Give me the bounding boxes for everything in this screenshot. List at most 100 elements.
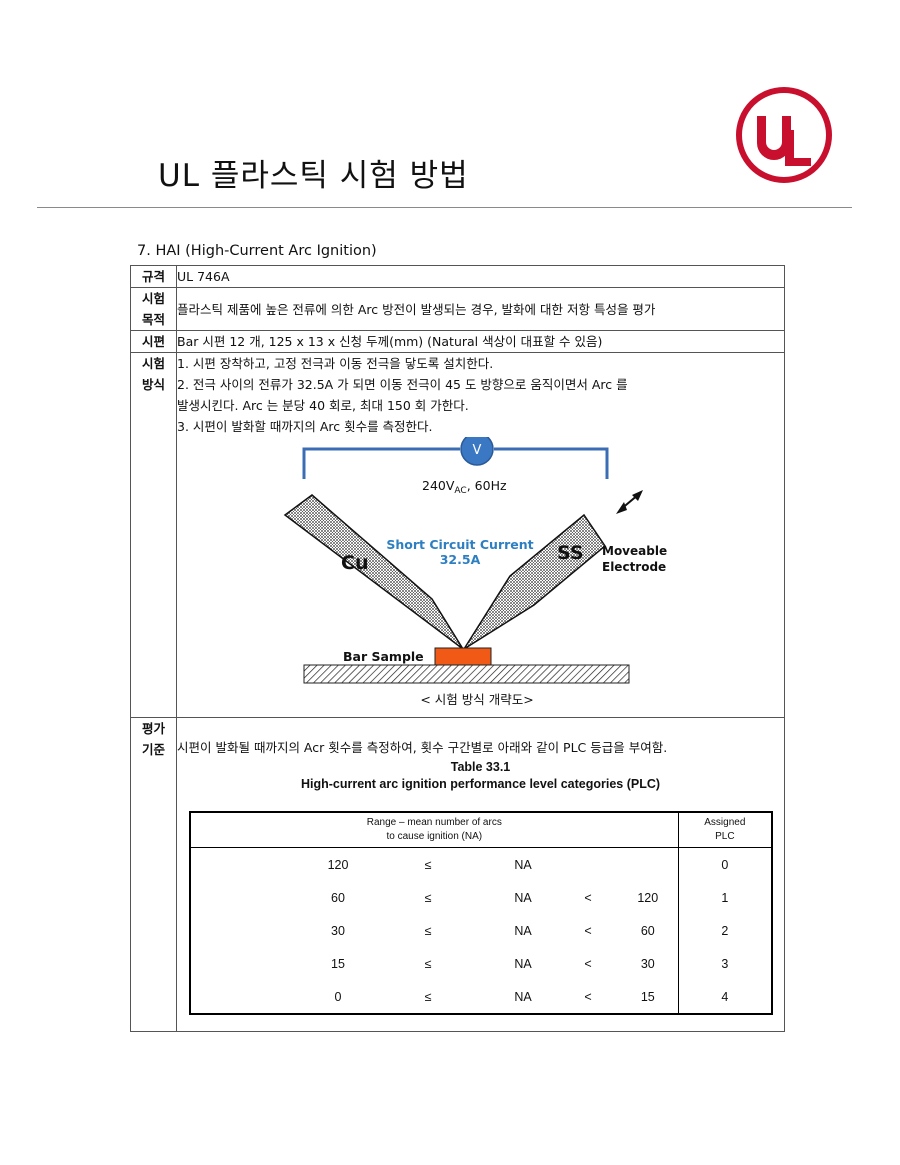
specimen-text: Bar 시편 12 개, 125 x 13 x 신청 두께(mm) (Natur…: [177, 334, 603, 349]
cell-plc: 1: [677, 881, 773, 914]
cell-op1: ≤: [368, 980, 488, 1015]
standard-text: UL 746A: [177, 269, 230, 284]
row-standard: 규격 UL 746A: [130, 265, 785, 288]
cell-low: 0: [308, 980, 368, 1015]
cell-op1: ≤: [424, 923, 432, 938]
ul-logo: [736, 87, 832, 183]
cell-op1: ≤: [424, 956, 432, 971]
voltmeter-icon: [460, 437, 494, 466]
cell-op2: [558, 848, 618, 882]
cell-high: 60: [640, 923, 655, 938]
row-spacer: [190, 980, 308, 1015]
label-purpose-2: 목적: [141, 312, 165, 327]
method-step-2-cont: 발생시킨다. Arc 는 분당 40 회로, 최대 150 회 가한다.: [177, 398, 469, 413]
table-row: 30 ≤ NA <60 2: [190, 914, 773, 947]
col-range-1: Range – mean number of arcs: [366, 817, 502, 828]
method-step-2: 2. 전극 사이의 전류가 32.5A 가 되면 이동 전극이 45 도 방향으…: [177, 377, 628, 392]
method-step-1: 1. 시편 장착하고, 고정 전극과 이동 전극을 닿도록 설치한다.: [177, 356, 494, 371]
cell-var: NA: [488, 980, 558, 1015]
label-specimen: 시편: [130, 330, 177, 353]
value-method: 1. 시편 장착하고, 고정 전극과 이동 전극을 닿도록 설치한다. 2. 전…: [176, 352, 785, 718]
value-criteria: 시편이 발화될 때까지의 Acr 횟수를 측정하여, 횟수 구간별로 아래와 같…: [176, 717, 785, 1032]
header-divider: [37, 207, 852, 208]
cell-op1: ≤: [424, 857, 432, 872]
table-row: 120 ≤ NA 0: [190, 847, 773, 882]
purpose-text: 플라스틱 제품에 높은 전류에 의한 Arc 방전이 발생되는 경우, 발화에 …: [177, 301, 656, 317]
row-criteria: 평가 기준 시편이 발화될 때까지의 Acr 횟수를 측정하여, 횟수 구간별로…: [130, 717, 785, 1032]
voltmeter-label: V: [473, 443, 482, 458]
cell-low: 120: [327, 857, 349, 872]
cell-op2: <: [584, 923, 592, 938]
table-row: 15 ≤ NA <30 3: [190, 947, 773, 980]
row-spacer: [190, 848, 308, 882]
cell-low: 15: [331, 956, 345, 971]
cell-low: 60: [331, 890, 345, 905]
value-specimen: Bar 시편 12 개, 125 x 13 x 신청 두께(mm) (Natur…: [176, 330, 785, 353]
label-standard: 규격: [130, 265, 177, 288]
label-purpose: 시험 목적: [130, 287, 177, 331]
cell-plc: 0: [677, 847, 773, 881]
col-plc-2: PLC: [715, 831, 735, 842]
value-purpose: 플라스틱 제품에 높은 전류에 의한 Arc 방전이 발생되는 경우, 발화에 …: [176, 287, 785, 331]
criteria-text: 시편이 발화될 때까지의 Acr 횟수를 측정하여, 횟수 구간별로 아래와 같…: [177, 740, 668, 755]
cell-plc: 2: [677, 914, 773, 947]
section-heading: 7. HAI (High-Current Arc Ignition): [137, 243, 377, 259]
cell-op2: <: [584, 956, 592, 971]
cell-plc: 4: [677, 980, 773, 1015]
cell-high: 15: [618, 980, 679, 1015]
cell-op2: <: [584, 890, 592, 905]
cell-var: NA: [514, 857, 532, 872]
moveable-label-2: Electrode: [602, 560, 666, 574]
test-spec-table: 규격 UL 746A 시험 목적 플라스틱 제품에 높은 전류에 의한 Arc …: [130, 265, 785, 1032]
col-range-2: to cause ignition (NA): [386, 831, 483, 842]
label-criteria: 평가 기준: [130, 717, 177, 1032]
cell-high: 30: [640, 956, 655, 971]
wire: [302, 447, 609, 479]
diagram-svg: V 240VAC, 60Hz Cu SS Moveable Electrod: [283, 437, 667, 684]
plc-table-title-1: Table 33.1: [450, 760, 511, 774]
row-specimen: 시편 Bar 시편 12 개, 125 x 13 x 신청 두께(mm) (Na…: [130, 330, 785, 353]
plc-table-header: Range – mean number of arcs to cause ign…: [190, 811, 773, 848]
table-row: 60 ≤ NA <120 1: [190, 881, 773, 914]
cell-high: [618, 848, 678, 882]
cell-var: NA: [514, 956, 532, 971]
cell-low: 30: [331, 923, 345, 938]
row-method: 시험 방식 1. 시편 장착하고, 고정 전극과 이동 전극을 닿도록 설치한다…: [130, 352, 785, 718]
current-label-2: 32.5A: [440, 552, 481, 567]
cu-label: Cu: [341, 552, 368, 574]
ss-electrode: [463, 513, 607, 650]
current-label-1: Short Circuit Current: [386, 537, 533, 552]
label-purpose-1: 시험: [141, 291, 165, 306]
row-spacer: [190, 914, 308, 947]
cu-electrode: [283, 494, 464, 650]
label-criteria-2: 기준: [141, 742, 165, 757]
ss-label: SS: [557, 542, 584, 564]
cell-var: NA: [514, 923, 532, 938]
cell-op1: ≤: [424, 890, 432, 905]
bar-sample-label: Bar Sample: [343, 649, 424, 664]
base-plate: [303, 664, 630, 684]
label-method: 시험 방식: [130, 352, 177, 718]
col-plc-header: Assigned PLC: [677, 811, 773, 848]
row-purpose: 시험 목적 플라스틱 제품에 높은 전류에 의한 Arc 방전이 발생되는 경우…: [130, 287, 785, 331]
label-criteria-1: 평가: [141, 721, 165, 736]
value-standard: UL 746A: [176, 265, 785, 288]
diagram-caption: < 시험 방식 개략도>: [420, 692, 534, 707]
plc-table-title-2: High-current arc ignition performance le…: [300, 777, 661, 791]
plc-table: Range – mean number of arcs to cause ign…: [189, 811, 774, 1015]
moveable-label-1: Moveable: [602, 544, 667, 558]
cell-high: 120: [637, 890, 659, 905]
test-diagram: V 240VAC, 60Hz Cu SS Moveable Electrod: [177, 437, 777, 717]
label-method-2: 방식: [141, 377, 165, 392]
col-plc-1: Assigned: [704, 817, 746, 828]
cell-var: NA: [514, 890, 532, 905]
voltage-label: 240VAC, 60Hz: [422, 478, 507, 496]
row-spacer: [190, 947, 308, 980]
cell-plc: 3: [677, 947, 773, 980]
col-range-header: Range – mean number of arcs to cause ign…: [190, 811, 679, 848]
label-method-1: 시험: [141, 356, 165, 371]
page-title: UL 플라스틱 시험 방법: [158, 158, 469, 194]
cell-op2: <: [558, 980, 618, 1015]
